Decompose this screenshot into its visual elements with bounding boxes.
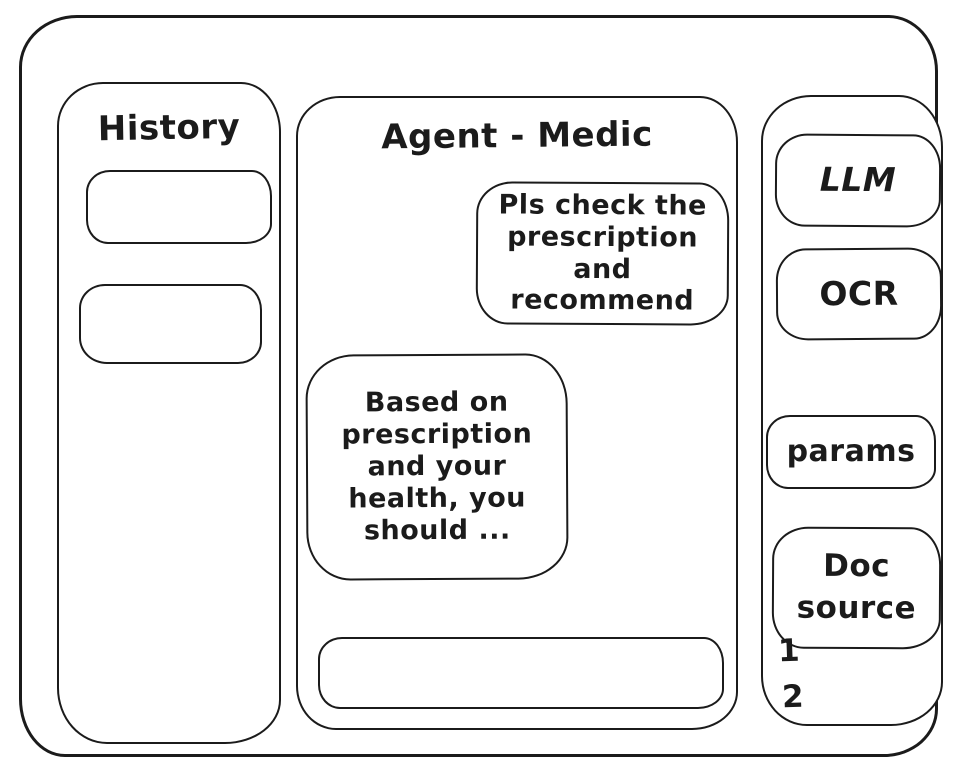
tools-panel: LLM OCR params Doc source 1 2 bbox=[761, 95, 943, 726]
user-message-bubble: Pls check the prescription and recommend bbox=[475, 181, 730, 326]
history-item[interactable] bbox=[86, 170, 272, 244]
params-button[interactable]: params bbox=[766, 415, 936, 489]
doc-source-button[interactable]: Doc source bbox=[771, 526, 942, 650]
history-item[interactable] bbox=[79, 284, 262, 364]
doc-source-item-1[interactable]: 1 bbox=[777, 632, 801, 670]
chat-title: Agent - Medic bbox=[381, 114, 653, 158]
chat-input[interactable] bbox=[318, 637, 724, 709]
history-panel: History bbox=[57, 82, 281, 744]
ocr-button[interactable]: OCR bbox=[775, 247, 943, 341]
app-frame: History Agent - Medic Pls check the pres… bbox=[19, 15, 943, 757]
history-title: History bbox=[97, 106, 241, 150]
llm-button[interactable]: LLM bbox=[774, 133, 942, 228]
chat-panel: Agent - Medic Pls check the prescription… bbox=[296, 96, 738, 730]
assistant-message-bubble: Based on prescription and your health, y… bbox=[305, 353, 569, 581]
doc-source-item-2[interactable]: 2 bbox=[781, 678, 805, 716]
